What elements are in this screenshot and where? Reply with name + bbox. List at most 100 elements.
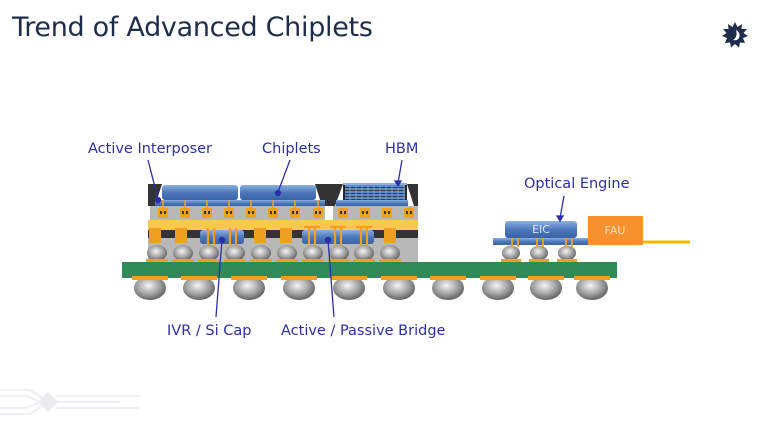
micro-bump <box>246 208 256 218</box>
mold-right <box>407 184 418 206</box>
bga-ball <box>233 276 265 300</box>
bga-pad <box>181 276 217 280</box>
micro-bump-dot <box>208 211 210 214</box>
arrow-hbm <box>397 159 403 184</box>
microbump-layer-left <box>150 206 325 220</box>
c4-bump <box>277 245 297 261</box>
micro-bumps <box>158 208 414 218</box>
micro-bump-dot <box>388 211 390 214</box>
bga-pad <box>231 276 267 280</box>
c4-pad <box>224 259 246 262</box>
arrow-active-interposer <box>147 159 159 200</box>
bga-ball <box>183 276 215 300</box>
micro-bump-dot <box>270 211 272 214</box>
bga-pad <box>480 276 516 280</box>
tsv <box>254 228 266 243</box>
hbm-top-die <box>343 183 407 185</box>
eic-label: EIC <box>532 223 550 236</box>
hbm-die-layer <box>345 194 405 197</box>
micro-bump <box>202 208 212 218</box>
bga-ball <box>283 276 315 300</box>
oe-bump <box>530 245 548 261</box>
bga-pad <box>281 276 317 280</box>
micro-bump <box>338 208 348 218</box>
c4-pad <box>250 259 272 262</box>
micro-bump <box>268 208 278 218</box>
c4-bump <box>173 245 193 261</box>
c4-bump <box>303 245 323 261</box>
micro-bump-dot <box>296 211 298 214</box>
arrow-bridge <box>327 239 335 318</box>
micro-bump-dot <box>344 211 346 214</box>
tsv <box>175 228 187 243</box>
micro-bump <box>360 208 370 218</box>
micro-bump <box>224 208 234 218</box>
bga-pad <box>381 276 417 280</box>
micro-bump-dot <box>292 211 294 214</box>
c4-bump <box>354 245 374 261</box>
bga-pad <box>430 276 466 280</box>
micro-bump <box>404 208 414 218</box>
micro-bump-dot <box>410 211 412 214</box>
optical-engine-bumps <box>501 245 577 262</box>
micro-bump <box>180 208 190 218</box>
tsv <box>280 228 292 243</box>
micro-bump-dot <box>406 211 408 214</box>
bga-ball <box>134 276 166 300</box>
hbm-die-layer <box>345 191 405 194</box>
bga-ball <box>432 276 464 300</box>
watermark-logo <box>0 389 140 415</box>
bga-ball <box>482 276 514 300</box>
micro-bump <box>313 208 323 218</box>
fau-block <box>588 216 643 245</box>
c4-bump <box>380 245 400 261</box>
hbm-die-layer <box>345 188 405 191</box>
oe-pad <box>529 259 549 262</box>
sun-face-gear-icon <box>722 22 748 48</box>
c4-bump <box>225 245 245 261</box>
micro-bump-dot <box>384 211 386 214</box>
oe-pad <box>557 259 577 262</box>
c4-pad <box>302 259 324 262</box>
label-optical-engine: Optical Engine <box>524 176 630 192</box>
c4-bump <box>147 245 167 261</box>
oe-bump <box>502 245 520 261</box>
oe-bump <box>558 245 576 261</box>
bga-pad <box>528 276 564 280</box>
bridge-die <box>302 230 374 244</box>
label-chiplets: Chiplets <box>262 141 321 157</box>
c4-bumps <box>146 245 401 262</box>
hbm-base <box>336 200 408 206</box>
micro-bump-dot <box>366 211 368 214</box>
bga-ball <box>333 276 365 300</box>
mold-left <box>148 184 162 206</box>
chiplet-die-1 <box>162 185 238 200</box>
c4-pad <box>276 259 298 262</box>
micro-bump-dot <box>182 211 184 214</box>
bga-pad <box>132 276 168 280</box>
active-interposer-die <box>155 200 325 206</box>
micro-bump <box>382 208 392 218</box>
bga-ball <box>530 276 562 300</box>
micro-bump-dot <box>226 211 228 214</box>
micro-bump <box>158 208 168 218</box>
micro-bump-dot <box>252 211 254 214</box>
oe-pad <box>501 259 521 262</box>
c4-bump <box>329 245 349 261</box>
c4-pad <box>198 259 220 262</box>
label-hbm: HBM <box>385 141 418 157</box>
hbm-stack <box>343 183 407 200</box>
fau-label: FAU <box>605 224 626 237</box>
tsv <box>149 228 161 243</box>
microbump-layer-right <box>333 206 418 220</box>
arrow-chiplets <box>277 159 291 193</box>
micro-bump-dot <box>319 211 321 214</box>
c4-bump <box>199 245 219 261</box>
micro-bump-dot <box>340 211 342 214</box>
eic-die <box>505 221 577 238</box>
c4-pad <box>328 259 350 262</box>
substrate-pads <box>132 276 610 280</box>
tsv <box>384 228 396 243</box>
page-title: Trend of Advanced Chiplets <box>12 12 373 43</box>
